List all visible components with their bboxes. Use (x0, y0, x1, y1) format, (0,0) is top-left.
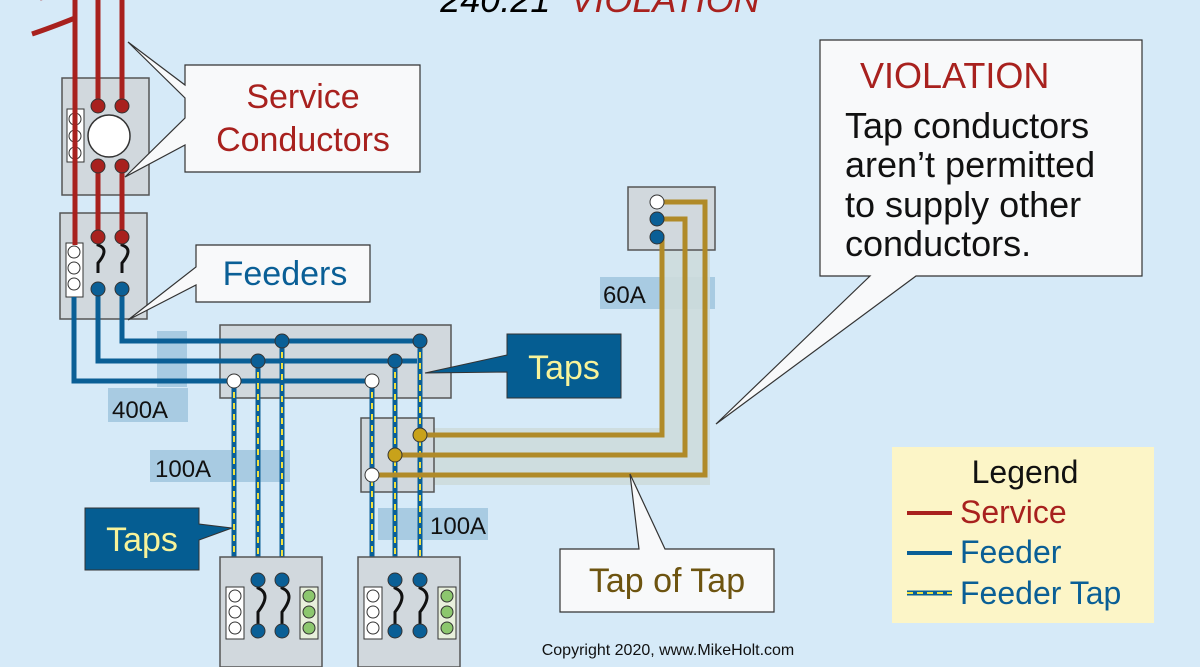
tap-of-tap-callout-text: Tap of Tap (589, 562, 745, 600)
title-status: VIOLATION (570, 0, 760, 20)
rating-100a-left: 100A (155, 456, 211, 483)
legend-label-feeder-tap: Feeder Tap (960, 575, 1121, 611)
feeders-callout-text: Feeders (223, 255, 348, 293)
taps-callout-right-text: Taps (528, 349, 600, 387)
service-terminals (90, 98, 130, 245)
taps-callout-left: Taps (84, 507, 233, 571)
main-breaker (87, 114, 131, 158)
rating-60a: 60A (603, 282, 646, 309)
legend-title: Legend (972, 454, 1079, 490)
legend-label-feeder: Feeder (960, 534, 1062, 570)
branch-panel-right (357, 556, 461, 667)
feeder-conductors (71, 289, 422, 384)
title: 240.21 VIOLATION (439, 0, 760, 20)
feeders-callout: Feeders (127, 244, 371, 321)
band-400a (108, 388, 188, 422)
band-100a-left (150, 450, 290, 482)
rating-100a-right: 100A (430, 513, 486, 540)
service-callout-line1: Service (246, 78, 359, 116)
legend: Legend Service Feeder Feeder Tap (892, 447, 1154, 623)
taps-callout-right: Taps (424, 333, 622, 399)
rating-bands (108, 250, 715, 540)
violation-line4: conductors. (845, 223, 1031, 264)
title-code: 240.21 (439, 0, 550, 20)
violation-line3: to supply other (845, 184, 1081, 225)
legend-label-service: Service (960, 494, 1067, 530)
service-callout: Service Conductors (124, 41, 421, 178)
service-conductors (31, 0, 125, 245)
violation-callout: VIOLATION Tap conductors aren’t permitte… (715, 39, 1143, 425)
junction-points (226, 194, 665, 483)
rating-400a: 400A (112, 397, 168, 424)
violation-heading: VIOLATION (860, 55, 1049, 96)
tap-of-tap-callout: Tap of Tap (559, 473, 775, 613)
service-callout-line2: Conductors (216, 121, 390, 159)
feeder-terminals (90, 281, 130, 297)
branch-panel-left (219, 556, 323, 667)
violation-line1: Tap conductors (845, 105, 1089, 146)
copyright: Copyright 2020, www.MikeHolt.com (542, 642, 795, 659)
tap-of-tap-shade (430, 250, 710, 485)
taps-callout-left-text: Taps (106, 521, 178, 559)
violation-line2: aren’t permitted (845, 144, 1095, 185)
